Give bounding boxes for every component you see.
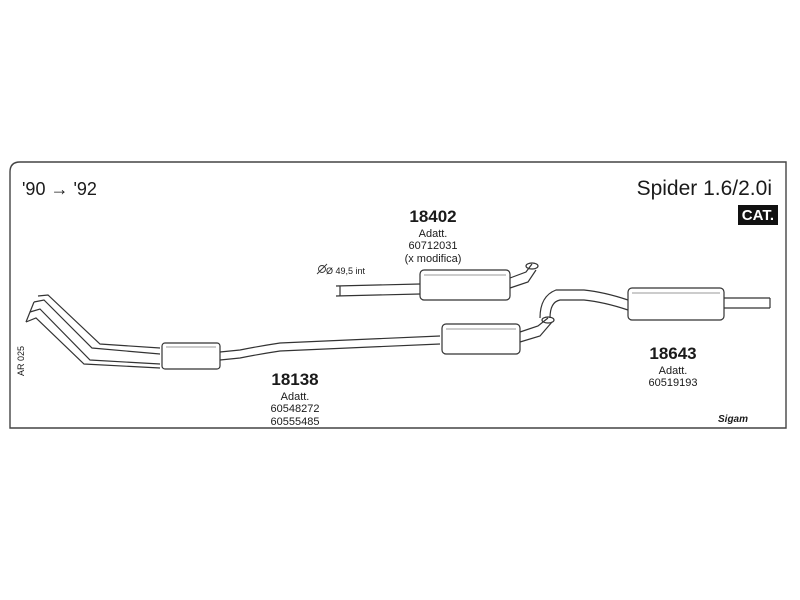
part-adapt-label: Adatt.	[280, 391, 310, 404]
part-ref: 60555485	[270, 415, 320, 428]
pipe-diameter-label: Ø 49,5 int	[326, 266, 366, 276]
part-ref: 60548272	[270, 403, 320, 416]
part-ref: (x modifica)	[404, 252, 462, 265]
part-adapt-label: Adatt.	[418, 228, 448, 241]
diameter-icon	[318, 265, 326, 273]
part-number: 18402	[409, 207, 457, 226]
diagram-frame	[9, 161, 787, 429]
part-18643: 18643 Adatt. 60519193	[630, 344, 716, 390]
catalyst-badge: CAT.	[737, 205, 778, 225]
part-adapt-label: Adatt.	[658, 365, 688, 378]
model-title: Spider 1.6/2.0i	[636, 177, 772, 200]
middle-pipe	[219, 335, 441, 361]
part-number: 18643	[649, 344, 697, 363]
center-muffler	[441, 316, 555, 355]
part-number: 18138	[271, 370, 319, 389]
manifold-pipes	[25, 294, 161, 369]
part-ref: 60712031	[408, 240, 458, 253]
catalog-code: AR 025	[16, 345, 26, 376]
front-resonator	[161, 342, 221, 370]
year-range: '90 → '92	[22, 179, 97, 199]
rear-section-18643	[539, 287, 771, 321]
part-18402: 18402 Adatt. 60712031 (x modifica)	[390, 207, 476, 265]
part-18138: 18138 Adatt. 60548272 60555485	[252, 370, 338, 428]
diameter-slash	[316, 263, 328, 275]
part-ref: 60519193	[648, 377, 698, 390]
brand-logo: Sigam	[718, 414, 749, 425]
mod-section-18402	[335, 262, 539, 301]
